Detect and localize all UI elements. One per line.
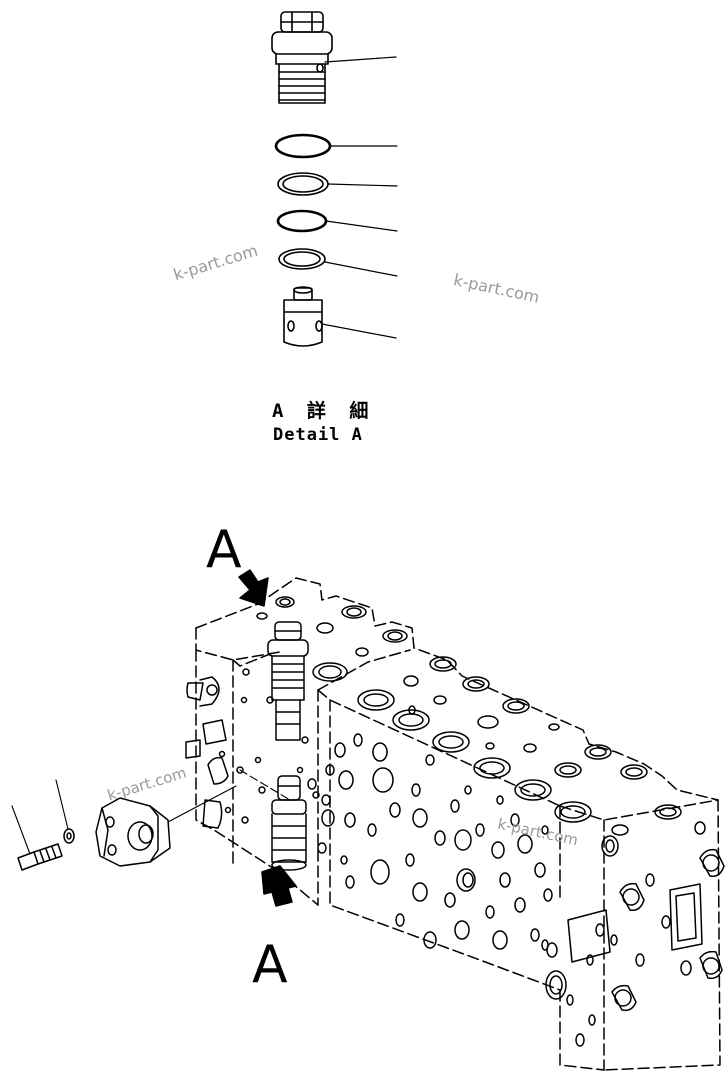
view-arrow-bottom <box>261 865 297 907</box>
backup-ring-part <box>277 172 398 196</box>
detail-a-exploded-view <box>271 11 398 347</box>
detail-title-english: Detail A <box>273 425 363 445</box>
bolt-part <box>11 805 63 871</box>
cover-part <box>95 797 171 867</box>
poppet-part <box>283 286 397 347</box>
view-label-top: A <box>206 520 242 580</box>
backup-ring-part <box>278 248 398 277</box>
washer-part <box>55 779 75 844</box>
view-label-bottom: A <box>252 935 288 995</box>
control-valve-block <box>11 569 725 1071</box>
guide-line <box>239 769 291 801</box>
o-ring-part <box>276 209 398 233</box>
view-arrow-top <box>238 569 269 607</box>
valve-plug-part <box>271 11 397 104</box>
installed-relief-valve <box>271 775 307 871</box>
guide-line <box>167 785 237 823</box>
installed-relief-valve <box>267 621 309 741</box>
o-ring-part <box>274 133 398 159</box>
detail-title-japanese: A 詳 細 <box>272 400 375 422</box>
